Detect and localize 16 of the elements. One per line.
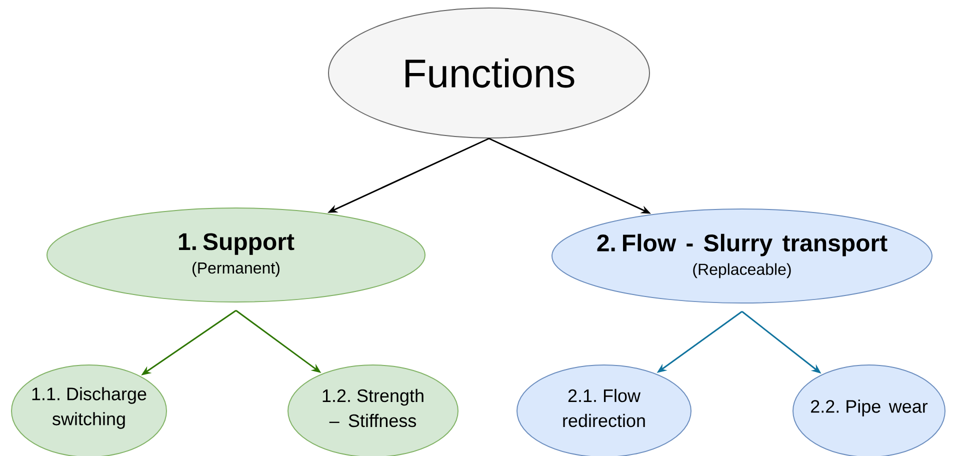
node-label: (Permanent) [192,262,280,277]
node-label: 2.2. Pipe wear [811,400,928,416]
node-label: 2.1. Flow redirection [563,388,645,428]
category-ellipse [46,208,426,302]
root-ellipse [328,8,650,138]
function-ellipse [288,364,458,456]
function-ellipse [11,364,167,456]
node-label: (Replaceable) [693,263,791,278]
node-label: 1.1. Discharge switching [32,387,146,429]
function-ellipse [792,364,946,456]
node-label: 1. Support [179,233,294,255]
node-label: 1.2. Strength – Stiffness [322,388,424,428]
node-label: 2. Flow - Slurry transport [597,234,888,256]
category-ellipse [552,208,932,304]
node-label: Functions [406,58,574,88]
function-ellipse [516,364,692,456]
